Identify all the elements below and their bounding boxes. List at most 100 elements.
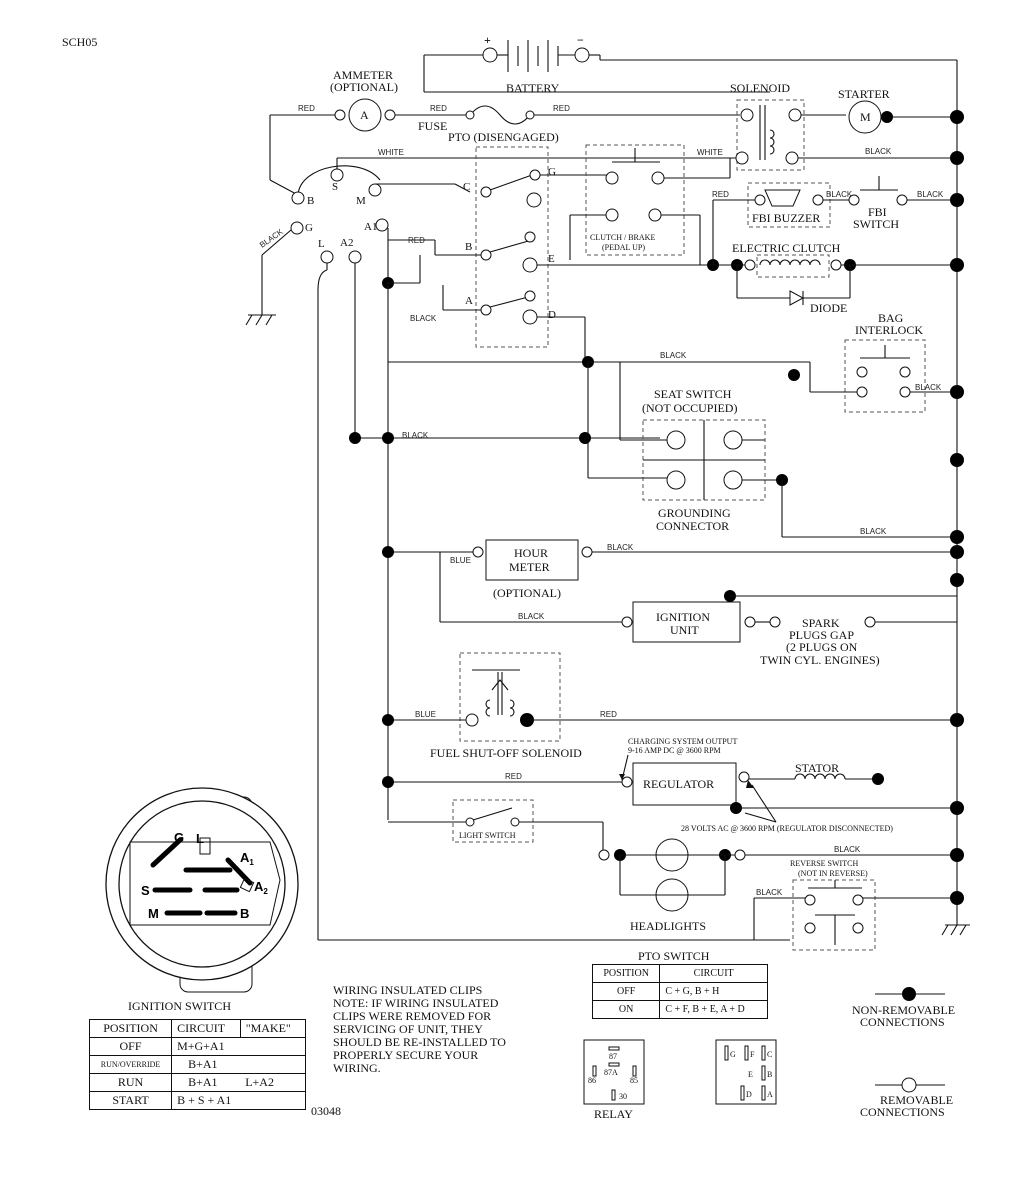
svg-text:STARTER: STARTER (838, 87, 890, 101)
svg-text:BLUE: BLUE (415, 710, 436, 719)
svg-text:B: B (240, 906, 249, 921)
svg-text:SPARK: SPARK (802, 616, 840, 630)
table-cell: B + S + A1 (171, 1091, 306, 1110)
svg-text:BLACK: BLACK (660, 351, 687, 360)
table-cell: C + G, B + H (659, 982, 768, 1001)
starter-symbol: M (860, 110, 871, 124)
svg-text:C: C (463, 181, 470, 193)
pto-switch-table: POSITION CIRCUIT OFF C + G, B + H ON C +… (591, 964, 768, 1019)
note-line: NOTE: IF WIRING INSULATED (333, 996, 499, 1010)
svg-text:RED: RED (408, 236, 425, 245)
svg-text:TWIN CYL. ENGINES): TWIN CYL. ENGINES) (760, 653, 880, 667)
note-line: WIRING. (333, 1061, 381, 1075)
svg-text:M: M (356, 195, 366, 207)
svg-text:BAG: BAG (878, 311, 904, 325)
table-header: "MAKE" (240, 1019, 307, 1038)
svg-text:(PEDAL UP): (PEDAL UP) (602, 243, 645, 252)
svg-text:BLACK: BLACK (402, 431, 429, 440)
svg-text:CONNECTOR: CONNECTOR (656, 519, 729, 533)
svg-text:RED: RED (600, 710, 617, 719)
svg-text:BLACK: BLACK (917, 190, 944, 199)
svg-text:LIGHT SWITCH: LIGHT SWITCH (459, 831, 516, 840)
svg-text:FBI: FBI (868, 205, 887, 219)
svg-text:METER: METER (509, 560, 550, 574)
solenoid: SOLENOID (730, 81, 805, 171)
svg-text:A: A (767, 1090, 773, 1099)
svg-text:BLACK: BLACK (915, 383, 942, 392)
svg-text:87A: 87A (604, 1068, 618, 1077)
svg-text:E: E (548, 253, 555, 265)
svg-text:CHARGING SYSTEM OUTPUT: CHARGING SYSTEM OUTPUT (628, 737, 737, 746)
wiring-clips-note: WIRING INSULATED CLIPS NOTE: IF WIRING I… (333, 984, 553, 1075)
regulator-volts-note: 28 VOLTS AC @ 3600 RPM (REGULATOR DISCON… (681, 824, 893, 833)
svg-text:(2 PLUGS ON: (2 PLUGS ON (786, 640, 858, 654)
svg-text:BLUE: BLUE (450, 556, 471, 565)
spark-plugs: SPARK PLUGS GAP (2 PLUGS ON TWIN CYL. EN… (760, 616, 957, 667)
svg-text:CONNECTIONS: CONNECTIONS (860, 1105, 945, 1119)
svg-text:87: 87 (609, 1052, 617, 1061)
light-switch: LIGHT SWITCH (452, 799, 534, 843)
table-header: CIRCUIT (659, 964, 768, 983)
table-row: OFF C + G, B + H (591, 982, 768, 1001)
svg-text:UNIT: UNIT (670, 623, 699, 637)
fuel-shutoff-solenoid: FUEL SHUT-OFF SOLENOID (430, 652, 582, 760)
drawing-number: 03048 (311, 1104, 341, 1118)
table-cell: OFF (88, 1037, 173, 1056)
table-cell: ON (591, 1000, 661, 1019)
table-cell: B+A1 (171, 1073, 241, 1092)
svg-text:(OPTIONAL): (OPTIONAL) (493, 586, 561, 600)
table-cell: M+G+A1 (171, 1037, 306, 1056)
table-cell: RUN (88, 1073, 173, 1092)
headlights: HEADLIGHTS (598, 838, 746, 933)
svg-text:HEADLIGHTS: HEADLIGHTS (630, 919, 706, 933)
svg-text:INTERLOCK: INTERLOCK (855, 323, 923, 337)
fbi-buzzer: FBI BUZZER (747, 182, 831, 228)
fbi-switch: FBI SWITCH (848, 176, 908, 231)
svg-text:L: L (196, 831, 204, 846)
table-cell: OFF (591, 982, 661, 1001)
svg-text:FUSE: FUSE (418, 119, 447, 133)
table-row: OFF M+G+A1 (88, 1037, 306, 1056)
ammeter-symbol: A (360, 108, 369, 122)
relay-diagram: 87 87A 86 85 30 RELAY (583, 1039, 645, 1121)
svg-text:86: 86 (588, 1076, 596, 1085)
svg-text:−: − (577, 33, 584, 47)
svg-text:FUEL SHUT-OFF SOLENOID: FUEL SHUT-OFF SOLENOID (430, 746, 582, 760)
svg-text:PTO (DISENGAGED): PTO (DISENGAGED) (448, 130, 559, 144)
svg-text:BLACK: BLACK (410, 314, 437, 323)
svg-text:30: 30 (619, 1092, 627, 1101)
table-header-row: POSITION CIRCUIT "MAKE" (88, 1019, 307, 1038)
svg-text:FBI BUZZER: FBI BUZZER (752, 211, 820, 225)
svg-text:SEAT SWITCH: SEAT SWITCH (654, 387, 732, 401)
table-row: RUN/OVERRIDE B+A1 (88, 1055, 306, 1074)
svg-text:A1: A1 (240, 850, 254, 867)
table-cell: L+A2 (240, 1073, 307, 1092)
note-line: SERVICING OF UNIT, THEY (333, 1022, 483, 1036)
svg-text:CONNECTIONS: CONNECTIONS (860, 1015, 945, 1029)
svg-text:RED: RED (712, 190, 729, 199)
svg-text:AMMETER: AMMETER (333, 68, 393, 82)
svg-text:BATTERY: BATTERY (506, 81, 560, 95)
pto-table-title: PTO SWITCH (638, 949, 710, 963)
ignition-switch-title: IGNITION SWITCH (128, 999, 231, 1013)
table-cell: START (88, 1091, 173, 1110)
svg-text:REVERSE SWITCH: REVERSE SWITCH (790, 859, 858, 868)
svg-text:E: E (748, 1070, 753, 1079)
starter: STARTER M (838, 87, 964, 134)
svg-text:DIODE: DIODE (810, 301, 847, 315)
svg-text:A2: A2 (254, 879, 268, 896)
table-cell: B+A1 (171, 1055, 306, 1074)
svg-text:SOLENOID: SOLENOID (730, 81, 790, 95)
svg-text:GROUNDING: GROUNDING (658, 506, 731, 520)
svg-text:BLACK: BLACK (860, 527, 887, 536)
svg-text:IGNITION: IGNITION (656, 610, 710, 624)
table-header-row: POSITION CIRCUIT (591, 964, 768, 983)
svg-text:BLACK: BLACK (865, 147, 892, 156)
ignition-unit: IGNITION UNIT (621, 590, 756, 643)
reverse-switch: REVERSE SWITCH (NOT IN REVERSE) (790, 859, 876, 951)
svg-text:S: S (141, 883, 150, 898)
svg-text:REGULATOR: REGULATOR (643, 777, 714, 791)
svg-text:BLACK: BLACK (834, 845, 861, 854)
svg-text:RED: RED (298, 104, 315, 113)
svg-text:(NOT OCCUPIED): (NOT OCCUPIED) (642, 401, 737, 415)
